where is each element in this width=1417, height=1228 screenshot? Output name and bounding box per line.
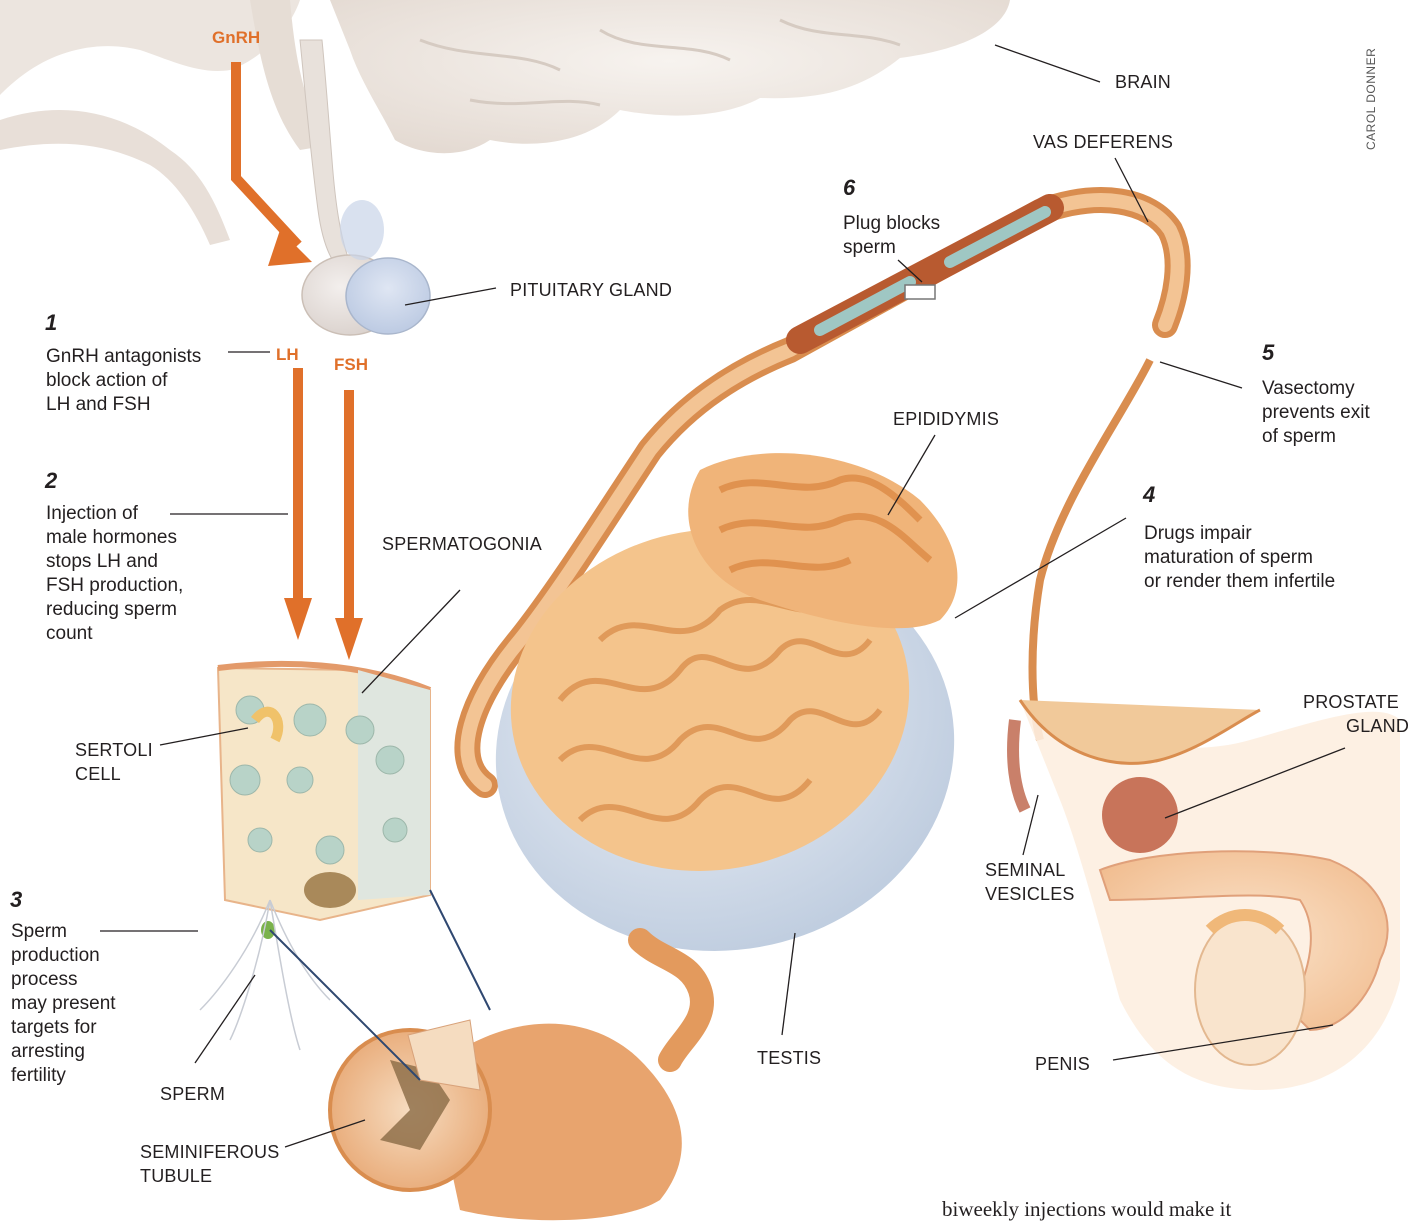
step-2-line: count [46,622,92,646]
seminiferous-tubule-shape [330,1020,682,1220]
step-4-line: maturation of sperm [1144,546,1313,570]
step-2-line: male hormones [46,526,177,550]
cell-section-shape [200,664,490,1080]
prostate-label-1: PROSTATE [1303,690,1399,714]
step-2-line: stops LH and [46,550,158,574]
step-3-line: production [11,944,100,968]
article-body-text: biweekly injections would make it [942,1195,1231,1223]
seminal-label-1: SEMINAL [985,858,1065,882]
step-3-number: 3 [10,887,22,913]
step-2-line: FSH production, [46,574,183,598]
brain-label: BRAIN [1115,70,1171,94]
step-2-number: 2 [45,468,57,494]
seminiferous-label-2: TUBULE [140,1164,212,1188]
step-3-line: Sperm [11,920,67,944]
seminiferous-label-1: SEMINIFEROUS [140,1140,279,1164]
step-3-line: process [11,968,78,992]
step-5-line: prevents exit [1262,401,1370,425]
step-2-line: reducing sperm [46,598,177,622]
prostate-label-2: GLAND [1346,714,1409,738]
step-1-line: GnRH antagonists [46,345,201,369]
step-3-line: fertility [11,1064,66,1088]
step-1-line: block action of [46,369,167,393]
step-6-line: Plug blocks [843,212,940,236]
testis-shape [464,453,986,1060]
step-1-number: 1 [45,310,57,336]
step-5-line: of sperm [1262,425,1336,449]
step-5-line: Vasectomy [1262,377,1355,401]
sperm-label: SPERM [160,1082,225,1106]
testis-label: TESTIS [757,1046,821,1070]
step-6-line: sperm [843,236,896,260]
seminal-label-2: VESICLES [985,882,1075,906]
pituitary-label: PITUITARY GLAND [510,278,672,302]
penis-label: PENIS [1035,1052,1090,1076]
lh-label: LH [276,345,299,365]
step-6-number: 6 [843,175,855,201]
step-2-line: Injection of [46,502,138,526]
vas-deferens-label: VAS DEFERENS [1033,130,1173,154]
epididymis-label: EPIDIDYMIS [893,407,999,431]
step-5-number: 5 [1262,340,1274,366]
sertoli-label-2: CELL [75,762,121,786]
step-4-number: 4 [1143,482,1155,508]
step-3-line: may present [11,992,116,1016]
brain-shape [0,0,1010,245]
illustrator-credit: CAROL DONNER [1364,48,1378,150]
step-1-line: LH and FSH [46,393,151,417]
spermatogonia-label: SPERMATOGONIA [382,532,542,556]
step-4-line: Drugs impair [1144,522,1252,546]
gnrh-label: GnRH [212,28,260,48]
hormone-arrows [236,62,349,620]
step-4-line: or render them infertile [1144,570,1335,594]
sertoli-label-1: SERTOLI [75,738,153,762]
step-3-line: arresting [11,1040,85,1064]
fsh-label: FSH [334,355,368,375]
step-3-line: targets for [11,1016,97,1040]
